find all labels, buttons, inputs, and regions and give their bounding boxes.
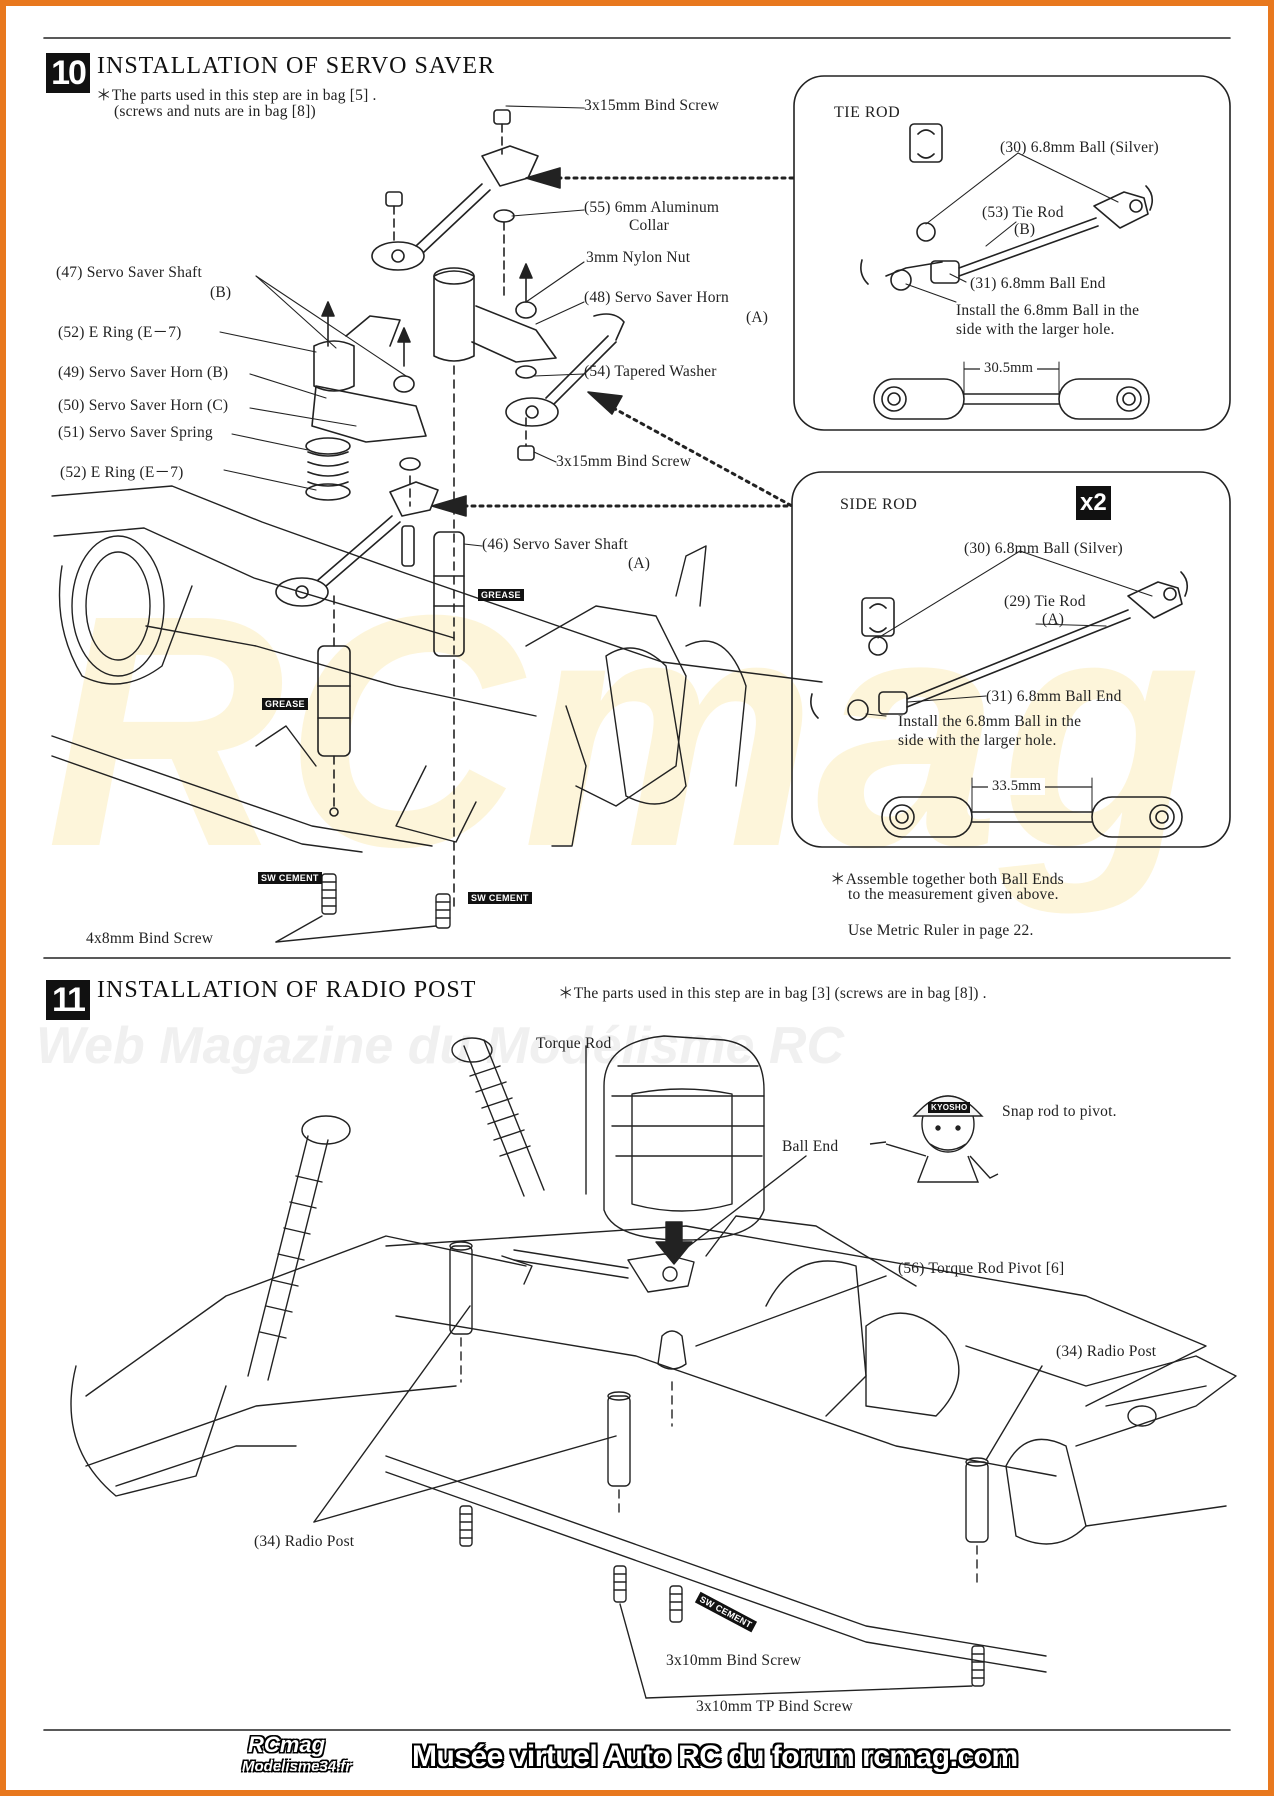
tie-rod-ball: (30) 6.8mm Ball (Silver) xyxy=(1000,139,1159,156)
assemble-note-2: to the measurement given above. xyxy=(848,886,1059,903)
label-e-ring-bottom: (52) E Ring (E－7) xyxy=(60,464,184,481)
label-shaft-a-1: (46) Servo Saver Shaft xyxy=(482,536,629,553)
side-rod-install-2: side with the larger hole. xyxy=(898,732,1057,749)
side-rod-rod-1: (29) Tie Rod xyxy=(1004,593,1086,610)
grease-tag-1: GREASE xyxy=(478,589,524,601)
side-rod-ball: (30) 6.8mm Ball (Silver) xyxy=(964,540,1123,557)
label-torque-rod: Torque Rod xyxy=(536,1035,612,1052)
label-shaft-b-2: (B) xyxy=(210,284,232,301)
footer-text: Musée virtuel Auto RC du forum rcmag.com xyxy=(412,1740,1018,1773)
side-rod-ball-end: (31) 6.8mm Ball End xyxy=(986,688,1122,705)
chassis-step10 xyxy=(51,485,823,943)
side-rod-quantity-badge: x2 xyxy=(1076,486,1111,520)
label-bind-screw-top: 3x15mm Bind Screw xyxy=(584,97,720,114)
label-radio-post-right: (34) Radio Post xyxy=(1056,1343,1157,1360)
assemble-note-1: ＊Assemble together both Ball Ends xyxy=(830,871,1064,888)
tie-rod-rod-1: (53) Tie Rod xyxy=(982,204,1064,221)
label-e-ring-top: (52) E Ring (E－7) xyxy=(58,324,182,341)
tie-rod-measure: 30.5mm xyxy=(980,360,1038,377)
label-bind-screw-mid: 3x15mm Bind Screw xyxy=(556,453,692,470)
label-radio-post-left: (34) Radio Post xyxy=(254,1533,355,1550)
label-bind-screw-3x10: 3x10mm Bind Screw xyxy=(666,1652,802,1669)
label-bind-screw-bottom: 4x8mm Bind Screw xyxy=(86,930,214,947)
label-horn-a-2: (A) xyxy=(746,309,769,326)
footer-logo-rcmag: RCmag xyxy=(248,1732,326,1757)
cement-tag-2: SW CEMENT xyxy=(468,892,532,904)
label-horn-c: (50) Servo Saver Horn (C) xyxy=(58,397,229,414)
chassis-step11 xyxy=(70,1035,1237,1699)
ruler-note: Use Metric Ruler in page 22. xyxy=(848,922,1034,939)
step-10-number: 10 xyxy=(46,53,90,93)
tie-rod-rod-2: (B) xyxy=(1014,221,1036,238)
side-rod-install-1: Install the 6.8mm Ball in the xyxy=(898,713,1082,730)
step-10-title: INSTALLATION OF SERVO SAVER xyxy=(97,53,496,79)
label-tp-bind-screw: 3x10mm TP Bind Screw xyxy=(696,1698,853,1715)
label-snap-rod: Snap rod to pivot. xyxy=(1002,1103,1117,1120)
footer-logo-site: Modelisme34.fr xyxy=(242,1758,352,1775)
label-nylon-nut: 3mm Nylon Nut xyxy=(586,249,691,266)
leader-lines xyxy=(219,105,1153,717)
mascot-cap-text: KYOSHO xyxy=(928,1102,971,1113)
tie-rod-ball-end: (31) 6.8mm Ball End xyxy=(970,275,1106,292)
step-11-title: INSTALLATION OF RADIO POST xyxy=(97,977,477,1003)
label-horn-b: (49) Servo Saver Horn (B) xyxy=(58,364,229,381)
label-shaft-b-1: (47) Servo Saver Shaft xyxy=(56,264,203,281)
label-ball-end: Ball End xyxy=(782,1138,839,1155)
label-aluminum-collar-2: Collar xyxy=(629,217,669,234)
step-11-number: 11 xyxy=(46,980,90,1020)
side-rod-title: SIDE ROD xyxy=(840,496,918,513)
assembly-illustration xyxy=(43,37,1237,1731)
tie-rod-install-2: side with the larger hole. xyxy=(956,321,1115,338)
step-10-note-2: (screws and nuts are in bag [8]) xyxy=(114,103,316,120)
side-rod-panel xyxy=(791,471,1231,848)
label-aluminum-collar-1: (55) 6mm Aluminum xyxy=(584,199,720,216)
label-torque-rod-pivot: (56) Torque Rod Pivot [6] xyxy=(898,1260,1065,1277)
tie-rod-panel xyxy=(793,75,1231,431)
tie-rod-install-1: Install the 6.8mm Ball in the xyxy=(956,302,1140,319)
label-shaft-a-2: (A) xyxy=(628,555,651,572)
label-spring: (51) Servo Saver Spring xyxy=(58,424,213,441)
label-horn-a-1: (48) Servo Saver Horn xyxy=(584,289,729,306)
side-rod-drawing xyxy=(810,571,1189,838)
cement-tag-1: SW CEMENT xyxy=(258,872,322,884)
label-tapered-washer: (54) Tapered Washer xyxy=(584,363,717,380)
step-10-note-1: ＊The parts used in this step are in bag … xyxy=(96,87,377,104)
tie-rod-title: TIE ROD xyxy=(834,104,901,121)
side-rod-rod-2: (A) xyxy=(1042,611,1065,628)
grease-tag-2: GREASE xyxy=(262,698,308,710)
step-11-note: ＊The parts used in this step are in bag … xyxy=(558,985,987,1002)
servo-saver-assembly xyxy=(275,109,625,907)
side-rod-measure: 33.5mm xyxy=(988,778,1046,795)
tie-rod-drawing xyxy=(860,123,1154,420)
